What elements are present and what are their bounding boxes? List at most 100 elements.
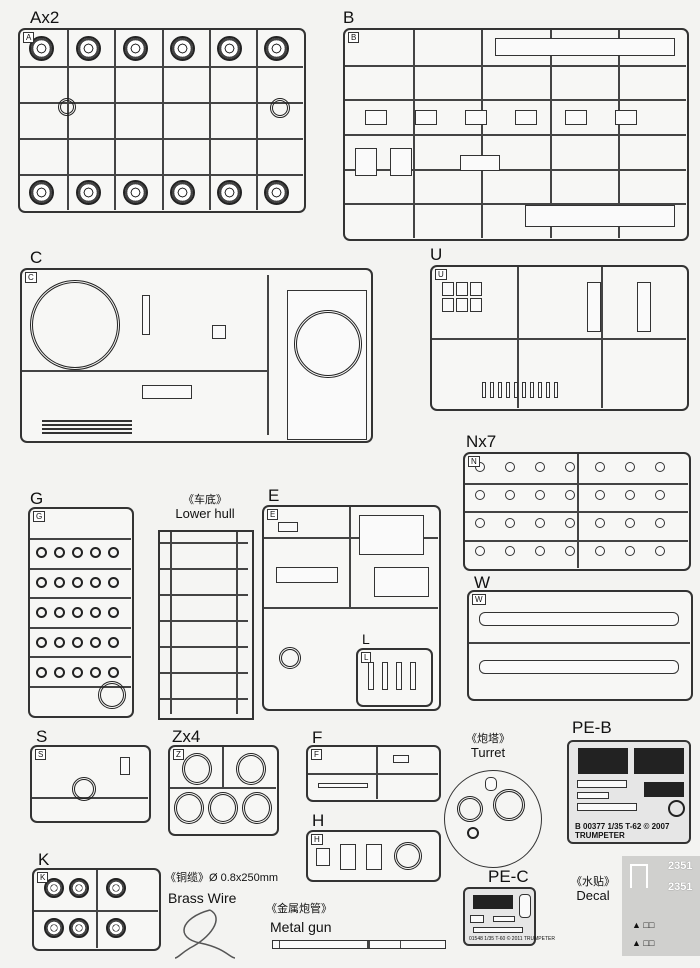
part [108,637,119,648]
sprue-tag: B [348,32,360,43]
sprue-runner [345,65,686,67]
sprue-u: U [430,265,689,411]
track-link [475,462,485,472]
track-link [655,462,665,472]
hull-frame [160,672,248,674]
sprue-tag: Z [173,749,184,760]
sprue-runner [264,537,438,539]
part [525,205,675,227]
part [36,577,47,588]
part [514,382,518,398]
track-link [475,518,485,528]
hatch-ring [394,842,422,870]
sprue-g-label: G [30,489,44,508]
sprue-tag: H [311,834,323,845]
part [72,607,83,618]
sprue-h: H [306,830,441,882]
track-link [595,518,605,528]
sprue-f: F [306,745,441,802]
road-wheel [123,180,148,205]
sprue-runner [469,642,690,644]
sprue-e: E [262,505,441,711]
sprue-b: B [343,28,689,241]
pe-b-caption: B 00377 1/35 T-62 © 2007 TRUMPETER [575,822,670,840]
part [54,637,65,648]
sprue-runner [432,338,686,340]
part [54,667,65,678]
sprue-runner [30,597,131,599]
sprue-runner [465,540,688,542]
part [390,148,412,176]
sprocket-wheel [69,878,89,898]
ring-part [30,280,120,370]
decal-label: 《水贴》 Decal [568,876,618,903]
sprue-runner [308,773,438,775]
decal-cn: 《水贴》 [571,876,615,888]
turret-ring [294,310,362,378]
sprue-runner [345,169,686,171]
road-wheel [264,180,289,205]
part [538,382,542,398]
sprue-tag: G [33,511,46,522]
idler-ring [182,753,212,785]
part [90,637,101,648]
sprue-runner [170,787,276,789]
sprue-n: N [463,452,691,571]
part [522,382,526,398]
hatch [340,844,356,870]
sprue-a-label: Ax2 [30,8,60,27]
idler-ring [242,792,272,824]
sprue-z-label: Zx4 [172,727,201,746]
track-link [655,518,665,528]
part-ring [270,98,290,118]
part [108,667,119,678]
track-link [595,546,605,556]
hull-frame [160,594,248,596]
road-wheel [123,36,148,61]
turret-text: Turret [470,745,506,760]
road-wheel [264,36,289,61]
part [54,577,65,588]
sprue-h-label: H [312,811,325,830]
part [565,110,587,125]
part [142,295,150,335]
sprue-w: W [467,590,693,701]
track-link [595,490,605,500]
track-link [535,546,545,556]
track-link [655,546,665,556]
sprue-a: A [18,28,306,213]
track-link [535,462,545,472]
rod [42,428,132,430]
part [482,382,486,398]
part [554,382,558,398]
sprue-runner [20,174,303,176]
rod [42,432,132,434]
sprue-runner [465,511,688,513]
sprue-c-label: C [30,248,43,267]
brass-wire-cn: 《铜缆》Ø 0.8x250mm [165,872,279,884]
part [108,577,119,588]
decal-text: Decal [576,888,610,903]
sprue-tag: N [468,456,480,467]
part [72,667,83,678]
hull-frame [160,568,248,570]
sprocket-wheel [44,918,64,938]
barrel-part [318,783,368,788]
part [396,662,402,690]
track-link [625,490,635,500]
hull-frame [236,532,238,714]
part [108,547,119,558]
road-wheel [217,36,242,61]
track-link [565,462,575,472]
part [546,382,550,398]
part [393,755,409,763]
sprue-runner [349,507,351,607]
sprue-c: C [20,268,373,443]
sprue-runner [517,267,519,408]
idler-ring [208,792,238,824]
road-wheel [76,180,101,205]
part [36,607,47,618]
sprocket [98,681,126,709]
sprue-runner [601,267,603,408]
